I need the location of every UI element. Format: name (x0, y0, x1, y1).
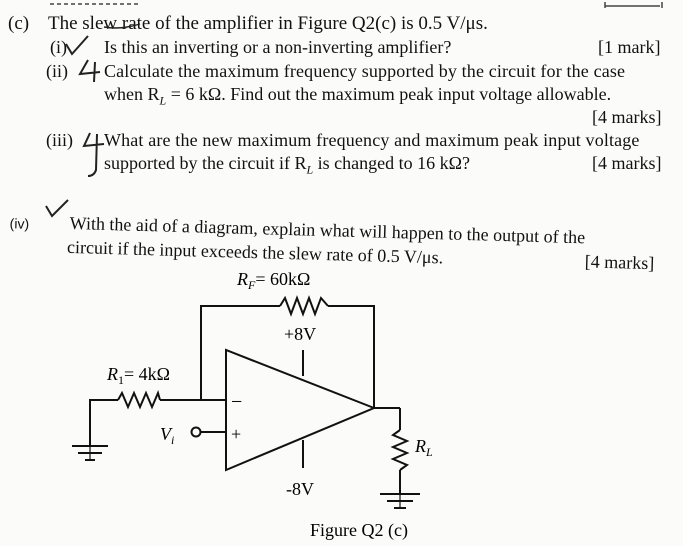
rf-resistor (279, 295, 329, 317)
r1-label: R1= 4kΩ (106, 364, 170, 387)
rl-label: RL (414, 436, 433, 459)
question-label: (c) (8, 13, 30, 34)
feedback-wire-right (328, 305, 375, 408)
handwritten-four-ii (78, 59, 101, 83)
inverting-sign: − (231, 391, 242, 413)
vplus-label: +8V (284, 324, 316, 344)
rl-resistor (390, 429, 410, 471)
part-ii-line2: when RL = 6 kΩ. Find out the maximum pea… (104, 84, 612, 108)
part-ii-marks: [4 marks] (592, 107, 662, 127)
part-iii-marks: [4 marks] (592, 153, 662, 173)
r1-resistor (117, 390, 161, 410)
noninverting-sign: + (231, 424, 241, 444)
part-ii-number: (ii) (46, 61, 68, 81)
vminus-label: -8V (286, 479, 314, 499)
part-i-number: (i) (50, 37, 67, 57)
part-i-text: Is this an inverting or a non-inverting … (104, 37, 452, 57)
rf-label: RF= 60kΩ (236, 269, 310, 292)
part-i-marks: [1 mark] (598, 37, 661, 57)
feedback-wire-left (200, 305, 280, 350)
question-stem: The slew rate of the amplifier in Figure… (48, 13, 488, 34)
part-iii-line1: What are the new maximum frequency and m… (104, 130, 640, 150)
handwritten-tick-i (65, 35, 89, 56)
handwritten-tick-iv (45, 199, 69, 218)
op-amp-symbol (225, 348, 377, 472)
handwritten-underline (103, 23, 141, 29)
handwritten-four-iii (82, 132, 105, 177)
vi-terminal (190, 426, 202, 438)
part-iii-line2: supported by the circuit if RL is change… (104, 153, 470, 177)
figure-caption: Figure Q2 (c) (310, 520, 408, 541)
part-ii-line1: Calculate the maximum frequency supporte… (104, 61, 626, 81)
vi-label: Vi (160, 424, 174, 447)
r1-left-wire (89, 399, 118, 446)
part-iii-number: (iii) (46, 130, 73, 150)
